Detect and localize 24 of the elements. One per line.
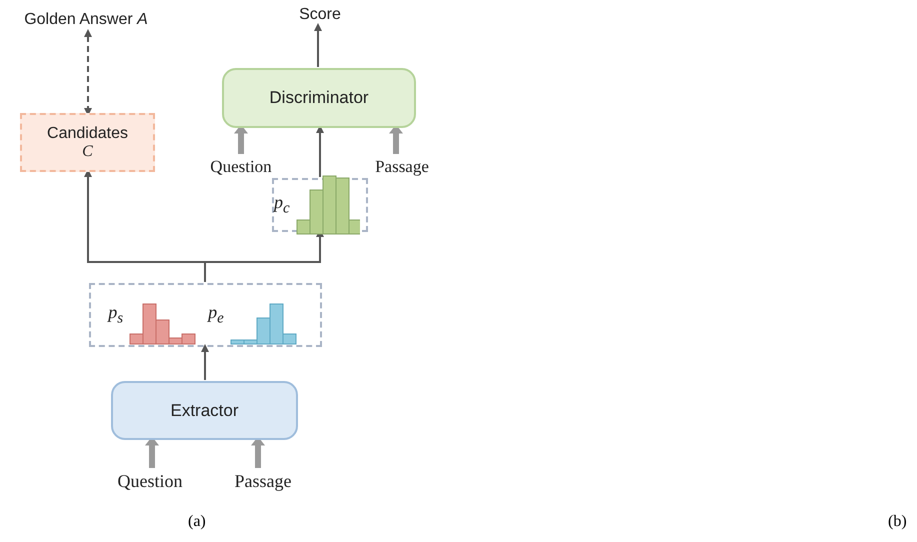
arrow: [201, 344, 209, 380]
process-box: [222, 68, 416, 128]
node-label: Score: [299, 6, 341, 24]
node-label: Question: [118, 471, 182, 492]
dashed-box: [89, 283, 322, 347]
node-label: Golden Answer A: [24, 11, 148, 29]
arrow: [314, 23, 322, 67]
subfigure-label: (b): [888, 513, 907, 531]
arrow: [84, 29, 92, 116]
dashed-box: [20, 113, 155, 172]
box-label: Candidates: [47, 124, 128, 142]
probability-label: p$_{s}$: [108, 302, 124, 328]
box-label: C: [82, 142, 93, 160]
node-label: Passage: [234, 471, 292, 492]
dashed-box: [272, 178, 368, 232]
subfigure-label: (a): [188, 513, 206, 531]
probability-label: p$_{c}$: [274, 192, 290, 218]
box-label: Extractor: [170, 400, 239, 420]
node-label: Question: [210, 157, 272, 177]
probability-label: p$_{e}$: [208, 302, 224, 328]
process-box: [111, 381, 298, 440]
box-label: Discriminator: [269, 88, 369, 108]
node-label: Passage: [375, 157, 429, 177]
arrow: [316, 125, 324, 177]
